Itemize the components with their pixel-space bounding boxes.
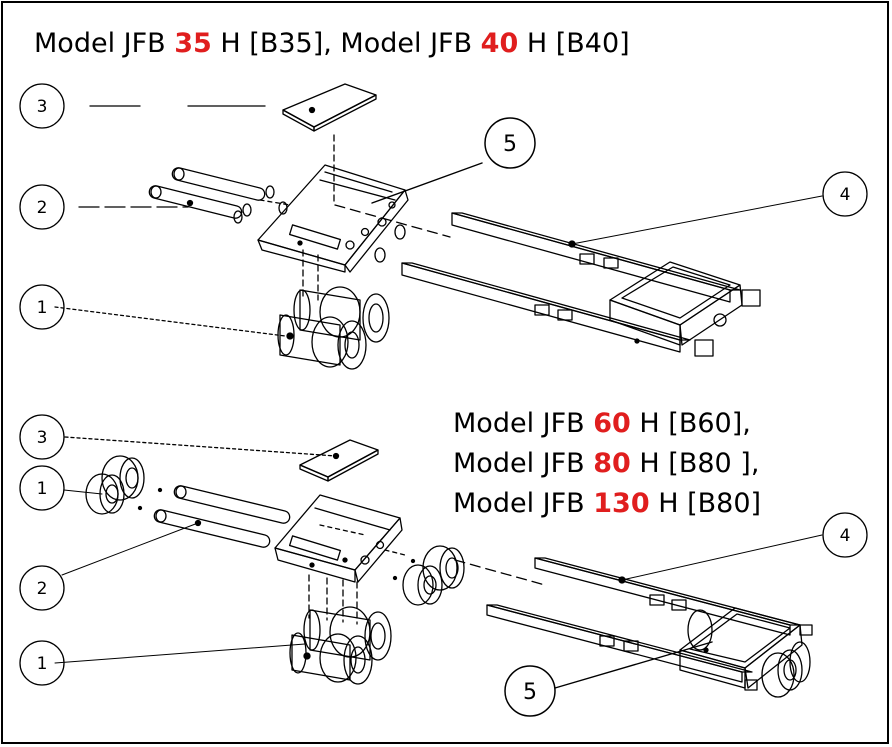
- model-suffix: H [B60],: [630, 408, 751, 439]
- model-prefix: Model JFB: [453, 448, 594, 479]
- model-number: 130: [593, 488, 650, 519]
- balloon-4-top: [822, 171, 868, 217]
- pins: [148, 167, 275, 224]
- balloon-1-bottom-a: [19, 465, 65, 511]
- leader-line: [371, 162, 483, 204]
- balloon-1-top: [19, 284, 65, 330]
- balloon-label: 1: [37, 654, 48, 674]
- balloon-label: 4: [840, 526, 851, 546]
- leader-line: [61, 522, 199, 576]
- model-number: 80: [593, 448, 631, 479]
- leader-line: [571, 195, 823, 245]
- balloon-5-bottom: [504, 665, 556, 717]
- balloon-label: 4: [840, 185, 851, 205]
- rails-skate-bottom: [486, 557, 813, 698]
- bottom-plate: [299, 439, 379, 482]
- rollers-top: [277, 286, 390, 370]
- top-model-title: Model JFB 35 H [B35], Model JFB 40 H [B4…: [34, 30, 630, 57]
- bottom-model-line-2: Model JFB 80 H [B80 ],: [453, 450, 759, 477]
- bottom-frame-block: [274, 494, 403, 583]
- balloon-4-bottom: [822, 512, 868, 558]
- balloon-1-bottom-b: [19, 640, 65, 686]
- balloon-5-top: [484, 117, 536, 169]
- leader-line: [554, 641, 713, 689]
- balloon-label: 2: [37, 198, 48, 218]
- model-number: 40: [480, 28, 519, 59]
- leader-line: [621, 534, 823, 581]
- balloon-2-top: [19, 184, 65, 230]
- model-number: 35: [174, 28, 212, 59]
- balloon-label: 5: [503, 132, 517, 157]
- balloon-2-bottom: [19, 565, 65, 611]
- top-frame-block: [257, 164, 409, 273]
- model-prefix: Model JFB: [453, 488, 594, 519]
- bottom-model-line-1: Model JFB 60 H [B60],: [453, 410, 751, 437]
- balloon-label: 3: [37, 97, 48, 117]
- balloon-label: 1: [37, 298, 48, 318]
- model-prefix: Model JFB: [340, 28, 481, 59]
- model-suffix: H [B40]: [518, 28, 630, 59]
- model-suffix: H [B80 ],: [630, 448, 760, 479]
- leader-line: [54, 643, 306, 664]
- rollers-bottom: [289, 606, 392, 685]
- model-prefix: Model JFB: [34, 28, 175, 59]
- bottom-model-line-3: Model JFB 130 H [B80]: [453, 490, 761, 517]
- model-prefix: Model JFB: [453, 408, 594, 439]
- leader-line: [54, 306, 286, 337]
- balloon-label: 5: [523, 680, 537, 705]
- model-number: 60: [593, 408, 631, 439]
- side-rollers-right: [392, 545, 465, 606]
- rails-skate-top: [401, 212, 761, 357]
- side-rollers-left: [85, 455, 145, 515]
- leader-line: [64, 436, 337, 457]
- balloon-3-bottom: [19, 414, 65, 460]
- model-suffix: H [B35],: [211, 28, 341, 59]
- top-plate: [282, 83, 377, 132]
- balloon-label: 1: [37, 479, 48, 499]
- balloon-label: 3: [37, 428, 48, 448]
- balloon-label: 2: [37, 579, 48, 599]
- model-suffix: H [B80]: [649, 488, 762, 519]
- leader-line: [63, 489, 103, 495]
- pins-bottom: [137, 485, 291, 548]
- balloon-3-top: [19, 83, 65, 129]
